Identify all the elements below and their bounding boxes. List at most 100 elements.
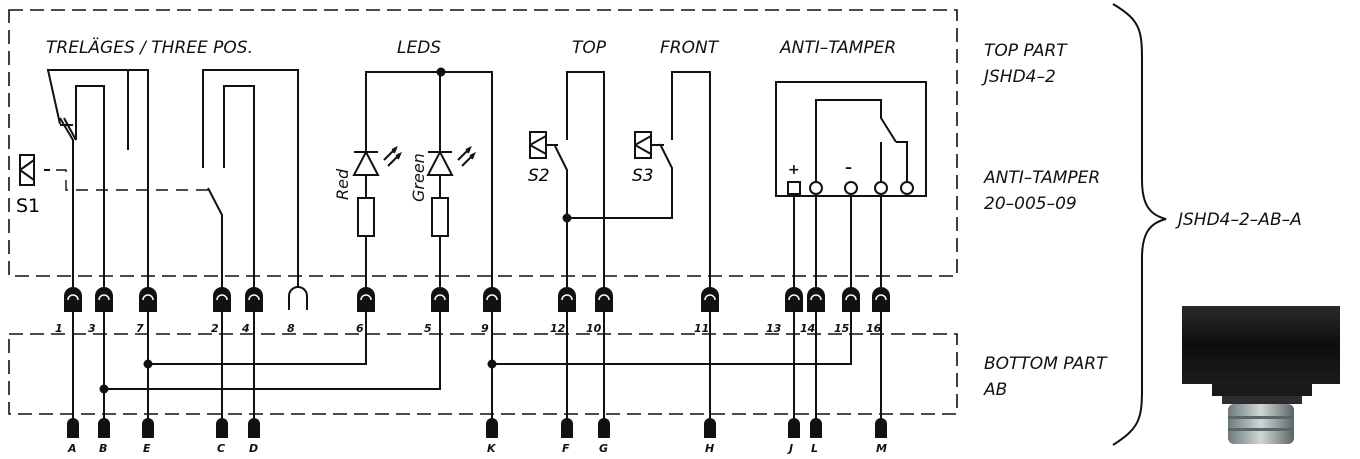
junction-k <box>487 359 497 369</box>
terminal-label-l: L <box>811 442 818 455</box>
label-top: TOP <box>572 38 607 58</box>
pin-label-3: 3 <box>88 322 96 335</box>
terminal-label-j: J <box>787 442 793 455</box>
terminal-label-e: E <box>143 442 151 455</box>
label-leds: LEDS <box>397 38 441 58</box>
label-plus: + <box>788 162 800 178</box>
terminal <box>704 418 716 438</box>
pin-label-6: 6 <box>356 322 364 335</box>
junction-e <box>143 359 153 369</box>
label-anti-tamper-side-1: ANTI–TAMPER <box>983 168 1100 188</box>
switch-s1 <box>19 69 210 288</box>
connector-pin-highlight <box>810 294 822 301</box>
connector-pin <box>807 287 825 312</box>
switch-s1-wafer-2 <box>202 69 299 288</box>
terminal <box>248 418 260 438</box>
label-s1: S1 <box>16 195 40 217</box>
terminal-label-f: F <box>562 442 570 455</box>
terminal <box>561 418 573 438</box>
top-part-box <box>8 9 958 277</box>
terminal <box>810 418 822 438</box>
connector-pin <box>139 287 157 312</box>
connector-pin-highlight <box>248 294 260 301</box>
product-photo <box>1182 306 1340 444</box>
label-s2: S2 <box>528 166 550 186</box>
connector-pin-highlight <box>216 294 228 301</box>
connector-pin <box>785 287 803 312</box>
pin-label-11: 11 <box>694 322 709 335</box>
switch-s3 <box>634 131 664 159</box>
junction-b <box>99 384 109 394</box>
switch-s2 <box>529 71 711 288</box>
pin-label-14: 14 <box>800 322 815 335</box>
label-anti-tamper: ANTI–TAMPER <box>779 38 896 58</box>
connector-pin <box>842 287 860 312</box>
terminal-label-d: D <box>249 442 258 455</box>
pin-label-12: 12 <box>550 322 566 335</box>
pin-label-15: 15 <box>834 322 850 335</box>
terminal <box>788 418 800 438</box>
connector-pin <box>595 287 613 312</box>
label-top-part-2: JSHD4–2 <box>981 67 1056 87</box>
led-green <box>426 71 493 288</box>
terminal <box>216 418 228 438</box>
terminal <box>598 418 610 438</box>
anti-tamper-module <box>775 81 927 288</box>
terminal <box>486 418 498 438</box>
label-minus: – <box>845 160 852 176</box>
label-green: Green <box>409 153 428 202</box>
pin-label-5: 5 <box>424 322 432 335</box>
brace <box>1112 3 1167 446</box>
connector-pin-highlight <box>67 294 79 301</box>
connector-pins <box>64 286 890 312</box>
pin-label-10: 10 <box>586 322 602 335</box>
terminal <box>67 418 79 438</box>
connector-pin <box>95 287 113 312</box>
junction-s2-s3 <box>562 213 572 223</box>
label-front: FRONT <box>660 38 720 58</box>
connector-pin <box>357 287 375 312</box>
connector-pin <box>213 287 231 312</box>
terminal-label-m: M <box>876 442 887 455</box>
connector-pin-highlight <box>142 294 154 301</box>
connector-pin-highlight <box>875 294 887 301</box>
label-red: Red <box>333 168 352 200</box>
label-anti-tamper-side-2: 20–005–09 <box>984 194 1077 214</box>
terminal-label-g: G <box>599 442 608 455</box>
connector-pin <box>701 287 719 312</box>
terminals <box>67 418 887 438</box>
label-s3: S3 <box>632 166 654 186</box>
connector-pin <box>245 287 263 312</box>
led-red <box>352 71 442 288</box>
pin-label-9: 9 <box>481 322 489 335</box>
pin-label-2: 2 <box>211 322 219 335</box>
connector-pin-highlight <box>98 294 110 301</box>
connector-pin-highlight <box>704 294 716 301</box>
pin-label-8: 8 <box>287 322 295 335</box>
terminal-label-k: K <box>487 442 497 455</box>
terminal-label-a: A <box>67 442 77 455</box>
connector-pin-highlight <box>486 294 498 301</box>
connector-pin-highlight <box>845 294 857 301</box>
bottom-wiring <box>72 308 882 420</box>
connector-pin-highlight <box>434 294 446 301</box>
connector-pin-highlight <box>360 294 372 301</box>
terminal <box>98 418 110 438</box>
pin-label-7: 7 <box>136 322 144 335</box>
connector-pin <box>483 287 501 312</box>
pin-label-13: 13 <box>766 322 782 335</box>
connector-pin-highlight <box>561 294 573 301</box>
bottom-part-box <box>8 333 958 415</box>
label-bottom-part-2: AB <box>983 380 1007 400</box>
terminal <box>875 418 887 438</box>
connector-pin <box>431 287 449 312</box>
connector-pin <box>64 287 82 312</box>
terminal <box>142 418 154 438</box>
pin-label-16: 16 <box>866 322 882 335</box>
junction-leds <box>436 67 446 77</box>
terminal-label-h: H <box>705 442 714 455</box>
connector-pin <box>872 287 890 312</box>
label-bottom-part-1: BOTTOM PART <box>984 354 1108 374</box>
pin-label-1: 1 <box>55 322 63 335</box>
